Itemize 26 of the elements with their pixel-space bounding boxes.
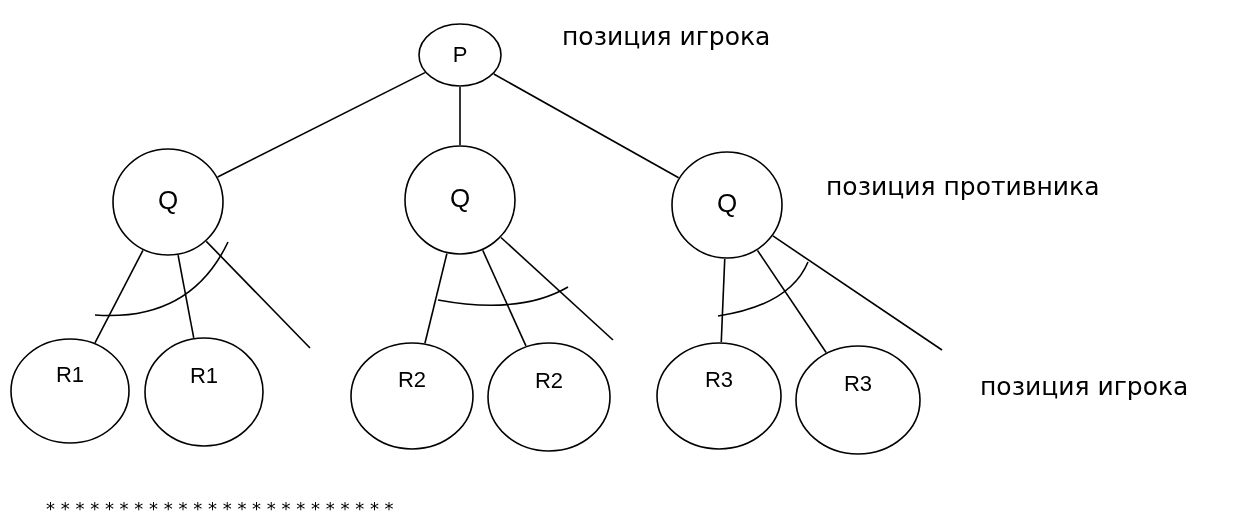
node-label: R1 bbox=[54, 363, 86, 388]
level-label: позиция противника bbox=[826, 172, 1100, 201]
tree-edge bbox=[493, 73, 680, 179]
node-label: R2 bbox=[533, 369, 565, 394]
node-label: R3 bbox=[703, 368, 735, 393]
asterisk-row: * * * * * * * * * * * * * * * * * * * * * * * * bbox=[46, 498, 394, 519]
tree-edge bbox=[756, 249, 827, 354]
node-label: P bbox=[451, 43, 469, 68]
tree-edge bbox=[772, 235, 943, 351]
tree-edge bbox=[216, 71, 426, 178]
level-label: позиция игрока bbox=[562, 22, 771, 51]
node-label: R3 bbox=[842, 372, 874, 397]
node-label: Q bbox=[448, 184, 472, 213]
tree-edge bbox=[459, 86, 461, 146]
node-label: R2 bbox=[396, 368, 428, 393]
tree-edge bbox=[481, 249, 527, 347]
tree-edge bbox=[720, 258, 726, 343]
tree-edge bbox=[500, 236, 614, 341]
tree-edge bbox=[94, 249, 144, 344]
level-label: позиция игрока bbox=[980, 372, 1189, 401]
node-label: Q bbox=[156, 186, 180, 215]
node-label: R1 bbox=[188, 364, 220, 389]
node-label: Q bbox=[715, 189, 739, 218]
tree-edge bbox=[205, 240, 311, 349]
tree-edge bbox=[177, 254, 195, 339]
tree-edge bbox=[424, 252, 448, 344]
